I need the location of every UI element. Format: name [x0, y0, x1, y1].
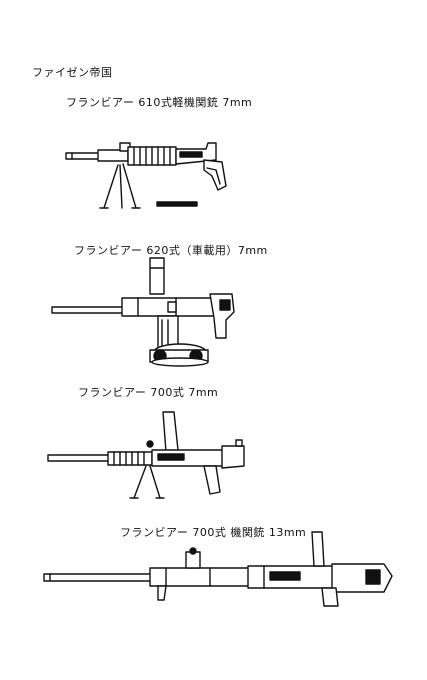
weapon-label-610: フランビアー 610式軽機関銃 7mm [66, 96, 253, 109]
weapon-label-700-13mm: フランビアー 700式 機関銃 13mm [120, 526, 307, 539]
weapon-label-700-7mm: フランビアー 700式 7mm [78, 386, 219, 399]
page-title: ファイゼン帝国 [32, 66, 113, 79]
weapon-label-620: フランビアー 620式（車載用）7mm [74, 244, 268, 257]
